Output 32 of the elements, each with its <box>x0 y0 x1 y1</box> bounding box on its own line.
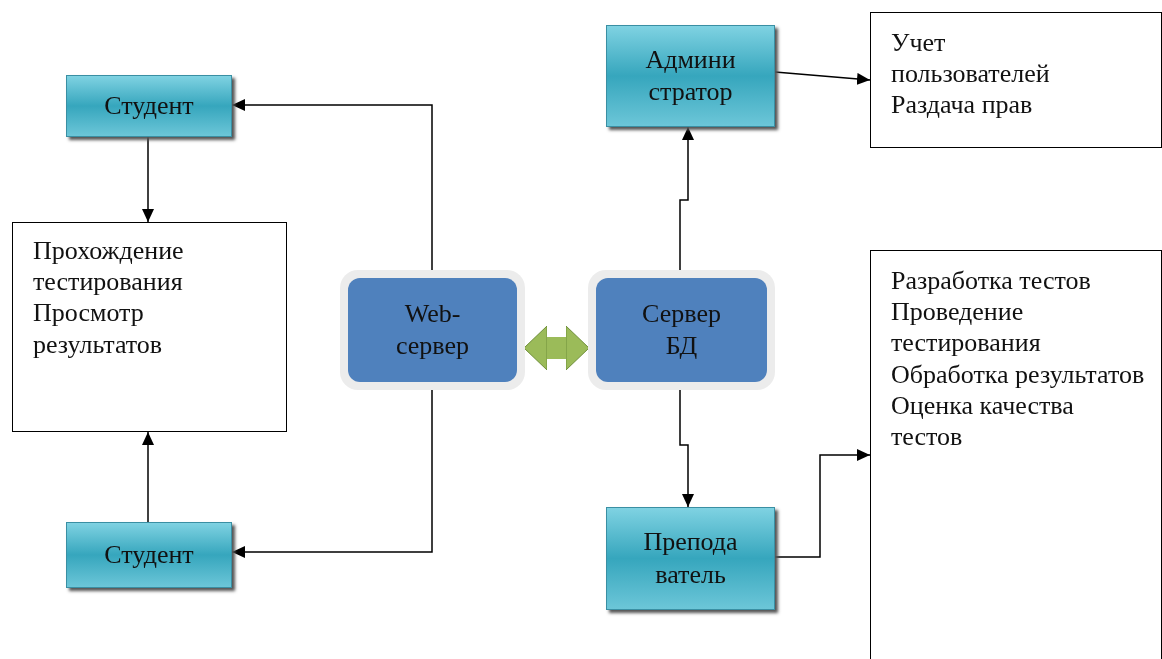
arrow <box>679 389 694 508</box>
node-text: Прохождение тестирования <box>33 235 185 298</box>
role-box <box>606 25 775 127</box>
arrow <box>142 431 154 523</box>
arrow <box>142 136 154 223</box>
server-box <box>588 270 775 390</box>
text-box <box>870 250 1162 659</box>
server-box <box>340 270 525 390</box>
text-box <box>870 12 1162 148</box>
node-text: Web- сервер <box>394 297 471 362</box>
node-text: Разработка тестов <box>891 265 1092 297</box>
node-text: Студент <box>104 538 194 571</box>
node-text: Студент <box>104 89 194 122</box>
arrow <box>774 449 871 558</box>
text-box <box>12 222 287 432</box>
node-text: Админи стратор <box>644 43 737 108</box>
role-box <box>66 522 232 588</box>
arrow <box>231 99 433 271</box>
double-arrow <box>523 325 590 371</box>
arrow <box>231 389 433 558</box>
node-text: Учет пользователей <box>891 27 1051 90</box>
arrow <box>774 71 871 85</box>
node-text: Препода ватель <box>642 526 739 591</box>
role-box <box>66 75 232 137</box>
node-text: Сервер БД <box>641 297 722 362</box>
node-text: Оценка качества тестов <box>891 389 1075 453</box>
node-text: Проведение тестирования <box>891 296 1042 359</box>
arrow <box>679 126 694 271</box>
node-text: Просмотр результатов <box>33 297 164 360</box>
role-box <box>606 507 775 610</box>
node-text: Раздача прав <box>891 89 1034 121</box>
node-text: Обработка результатов <box>891 358 1146 390</box>
